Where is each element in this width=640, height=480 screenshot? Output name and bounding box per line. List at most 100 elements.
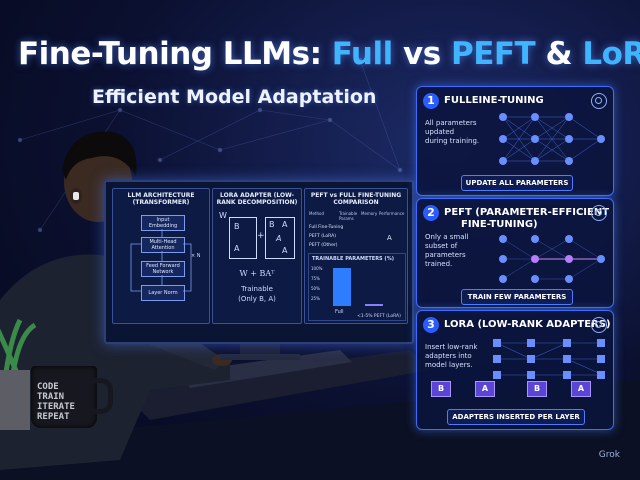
card-peft: 2 PEFT (PARAMETER-EFFICIENT FINE-TUNING)… — [416, 198, 614, 308]
adapters-inserted-button[interactable]: ADAPTERS INSERTED PER LAYER — [447, 409, 585, 425]
desc-line: during training. — [425, 137, 480, 145]
lora-b2-label: B — [269, 220, 275, 229]
chart-title: TRAINABLE PARAMETERS (%) — [312, 256, 394, 262]
arch-block-input: Input Embedding — [141, 215, 185, 231]
adapter-b: B — [431, 381, 451, 397]
layer-network-icon — [493, 339, 605, 379]
adapter-a: A — [571, 381, 591, 397]
comparison-table: Method Trainable Params Memory Performan… — [309, 211, 405, 252]
chart-area: TRAINABLE PARAMETERS (%) 100% 75% 50% 25… — [308, 253, 406, 321]
arch-repeat-label: × N — [191, 253, 201, 259]
card-description: Insert low-rank adapters into model laye… — [425, 343, 477, 370]
row-full: Full Fine-Tuning — [309, 225, 344, 230]
title-part: Fine-Tuning LLMs: — [18, 36, 332, 72]
col-trainable: Trainable Params — [339, 211, 358, 221]
lora-panel: LORA ADAPTER (LOW-RANK DECOMPOSITION) W … — [212, 188, 302, 324]
mug-line: CODE — [37, 382, 59, 392]
card-lora: 3 LORA (LOW-RANK ADAPTERS) Insert low-ra… — [416, 310, 614, 430]
adapter-a: A — [475, 381, 495, 397]
lora-a3-label: A — [276, 234, 282, 243]
lora-trainable: Trainable — [241, 285, 273, 293]
desc-line: model layers. — [425, 361, 473, 369]
col-method: Method — [309, 211, 325, 216]
arch-block-attention: Multi-Head Attention — [141, 237, 185, 253]
lora-a2-label: A — [282, 220, 288, 229]
page-subtitle: Efficient Model Adaptation — [92, 86, 377, 108]
table-row: PEFT (LoRA) A — [309, 234, 403, 243]
tick-label: 50% — [311, 286, 320, 291]
arch-block-ffn: Feed Forward Network — [141, 261, 185, 277]
desc-line: adapters into — [425, 352, 472, 360]
page-title: Fine-Tuning LLMs: Full vs PEFT & LoRA — [18, 36, 640, 72]
card-number: 2 — [423, 205, 439, 221]
gear-icon — [591, 205, 607, 221]
dense-network-icon — [499, 113, 605, 165]
row-lora: PEFT (LoRA) — [309, 234, 336, 239]
bar-peft — [365, 304, 383, 306]
mug-line: ITERATE — [37, 402, 75, 412]
title-full: Full — [331, 36, 393, 72]
gear-icon — [591, 317, 607, 333]
card-number: 1 — [423, 93, 439, 109]
mug-text: CODE TRAIN ITERATE REPEAT — [37, 382, 75, 422]
col-performance: Performance — [379, 211, 405, 216]
card-full-finetuning: 1 FULLEINE-TUNING All parameters updated… — [416, 86, 614, 196]
lora-matrix-ba: B A A A — [265, 217, 295, 259]
gear-icon — [591, 93, 607, 109]
row-other: PEFT (Other) — [309, 243, 338, 248]
card-description: All parameters updated during training. — [425, 119, 479, 146]
lora-a-label: A — [234, 244, 240, 253]
row-lora-grade: A — [387, 234, 392, 242]
update-all-button[interactable]: UPDATE ALL PARAMETERS — [461, 175, 573, 191]
title-vs: vs — [392, 36, 451, 72]
desc-line: Only a small — [425, 233, 469, 241]
desc-line: trained. — [425, 260, 453, 268]
title-amp: & — [535, 36, 583, 72]
table-row: Full Fine-Tuning — [309, 225, 403, 234]
desc-line: updated — [425, 128, 455, 136]
title-lora: LoRA — [582, 36, 640, 72]
lora-matrix-b: B A — [229, 217, 257, 259]
bar-full — [333, 268, 351, 306]
lora-formula: W + BAᵀ — [239, 269, 275, 278]
architecture-panel: LLM ARCHITECTURE (TRANSFORMER) Input Emb… — [112, 188, 210, 324]
lora-only: (Only B, A) — [238, 295, 276, 303]
arch-connectors — [130, 229, 192, 292]
table-row: PEFT (Other) — [309, 243, 403, 252]
bar-label-peft: <1-5% PEFT (LoRA) — [357, 314, 401, 319]
watermark: Grok — [598, 450, 620, 460]
lora-b-label: B — [234, 222, 240, 231]
tick-label: 25% — [311, 296, 320, 301]
arch-block-norm: Layer Norm — [141, 285, 185, 301]
adapter-row: B A B A — [431, 379, 611, 399]
title-peft: PEFT — [450, 36, 536, 72]
train-few-button[interactable]: TRAIN FEW PARAMETERS — [461, 289, 573, 305]
card-number: 3 — [423, 317, 439, 333]
col-memory: Memory — [361, 211, 378, 216]
lora-w-label: W — [219, 211, 227, 220]
comparison-panel: PEFT vs FULL FINE-TUNING COMPARISON Meth… — [304, 188, 408, 324]
card-title: PEFT (PARAMETER-EFFICIENT — [444, 207, 610, 218]
mug-line: TRAIN — [37, 392, 65, 402]
monitor-screen: LLM ARCHITECTURE (TRANSFORMER) Input Emb… — [104, 180, 414, 344]
card-description: Only a small subset of parameters traine… — [425, 233, 468, 269]
comparison-header-row: Method Trainable Params Memory Performan… — [309, 211, 405, 221]
tick-label: 75% — [311, 276, 320, 281]
tick-label: 100% — [311, 266, 323, 271]
lora-panel-title: LORA ADAPTER (LOW-RANK DECOMPOSITION) — [216, 192, 298, 206]
coffee-mug — [31, 366, 97, 428]
adapter-b: B — [527, 381, 547, 397]
desc-line: parameters — [425, 251, 466, 259]
desc-line: All parameters — [425, 119, 477, 127]
mug-line: REPEAT — [37, 412, 70, 422]
desc-line: subset of — [425, 242, 458, 250]
sparse-network-icon — [499, 235, 605, 283]
mug-handle — [92, 378, 113, 414]
card-title: LORA (LOW-RANK ADAPTERS) — [444, 319, 611, 330]
comparison-title: PEFT vs FULL FINE-TUNING COMPARISON — [310, 192, 402, 206]
lora-a4-label: A — [282, 246, 288, 255]
card-title: FULLEINE-TUNING — [444, 95, 544, 106]
desc-line: Insert low-rank — [425, 343, 478, 351]
architecture-title: LLM ARCHITECTURE (TRANSFORMER) — [127, 192, 195, 206]
card-title-line2: FINE-TUNING) — [461, 219, 538, 230]
